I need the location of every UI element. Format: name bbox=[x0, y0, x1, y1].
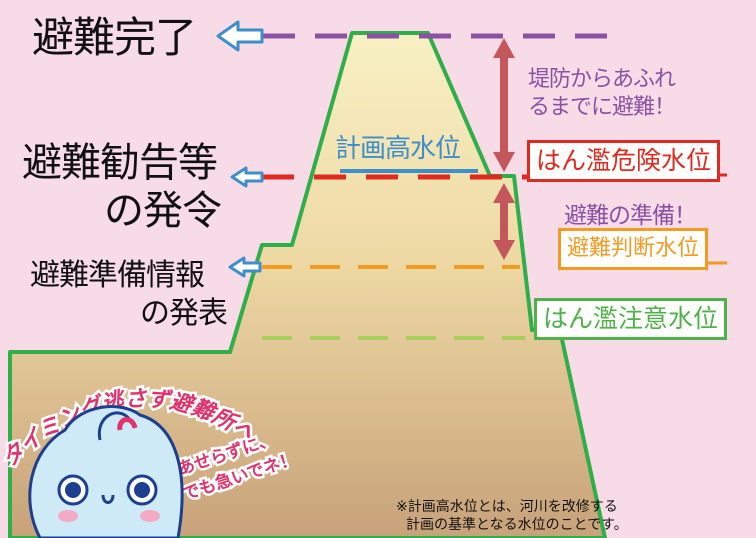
footnote-line2: 計画の基準となる水位のことです。 bbox=[406, 517, 628, 533]
double-arrow-icon bbox=[493, 38, 515, 260]
overflow-warning-line1: 堤防からあふれ bbox=[528, 67, 676, 92]
danger-level-badge: はん濫危険水位 bbox=[527, 140, 721, 182]
arrow-left-icon bbox=[216, 20, 264, 278]
overflow-warning-line2: るまでに避難！ bbox=[528, 95, 676, 120]
footnote-line1: ※計画高水位とは、河川を改修する bbox=[396, 499, 618, 515]
evac-complete-label: 避難完了 bbox=[32, 13, 197, 62]
footnote: ※計画高水位とは、河川を改修する 計画の基準となる水位のことです。 bbox=[396, 498, 628, 534]
decision-level-badge: 避難判断水位 bbox=[558, 228, 709, 270]
evac-prep-label-2: の発表 bbox=[140, 296, 228, 331]
planned-high-water-label: 計画高水位 bbox=[335, 134, 461, 164]
evac-order-label-2: の発令 bbox=[104, 188, 222, 234]
caution-level-badge: はん濫注意水位 bbox=[534, 298, 728, 340]
prepare-evacuation-text: 避難の準備！ bbox=[564, 203, 697, 229]
evac-prep-label-1: 避難準備情報 bbox=[30, 258, 205, 293]
mascot bbox=[28, 405, 184, 538]
evac-order-label-1: 避難勧告等 bbox=[22, 140, 218, 186]
